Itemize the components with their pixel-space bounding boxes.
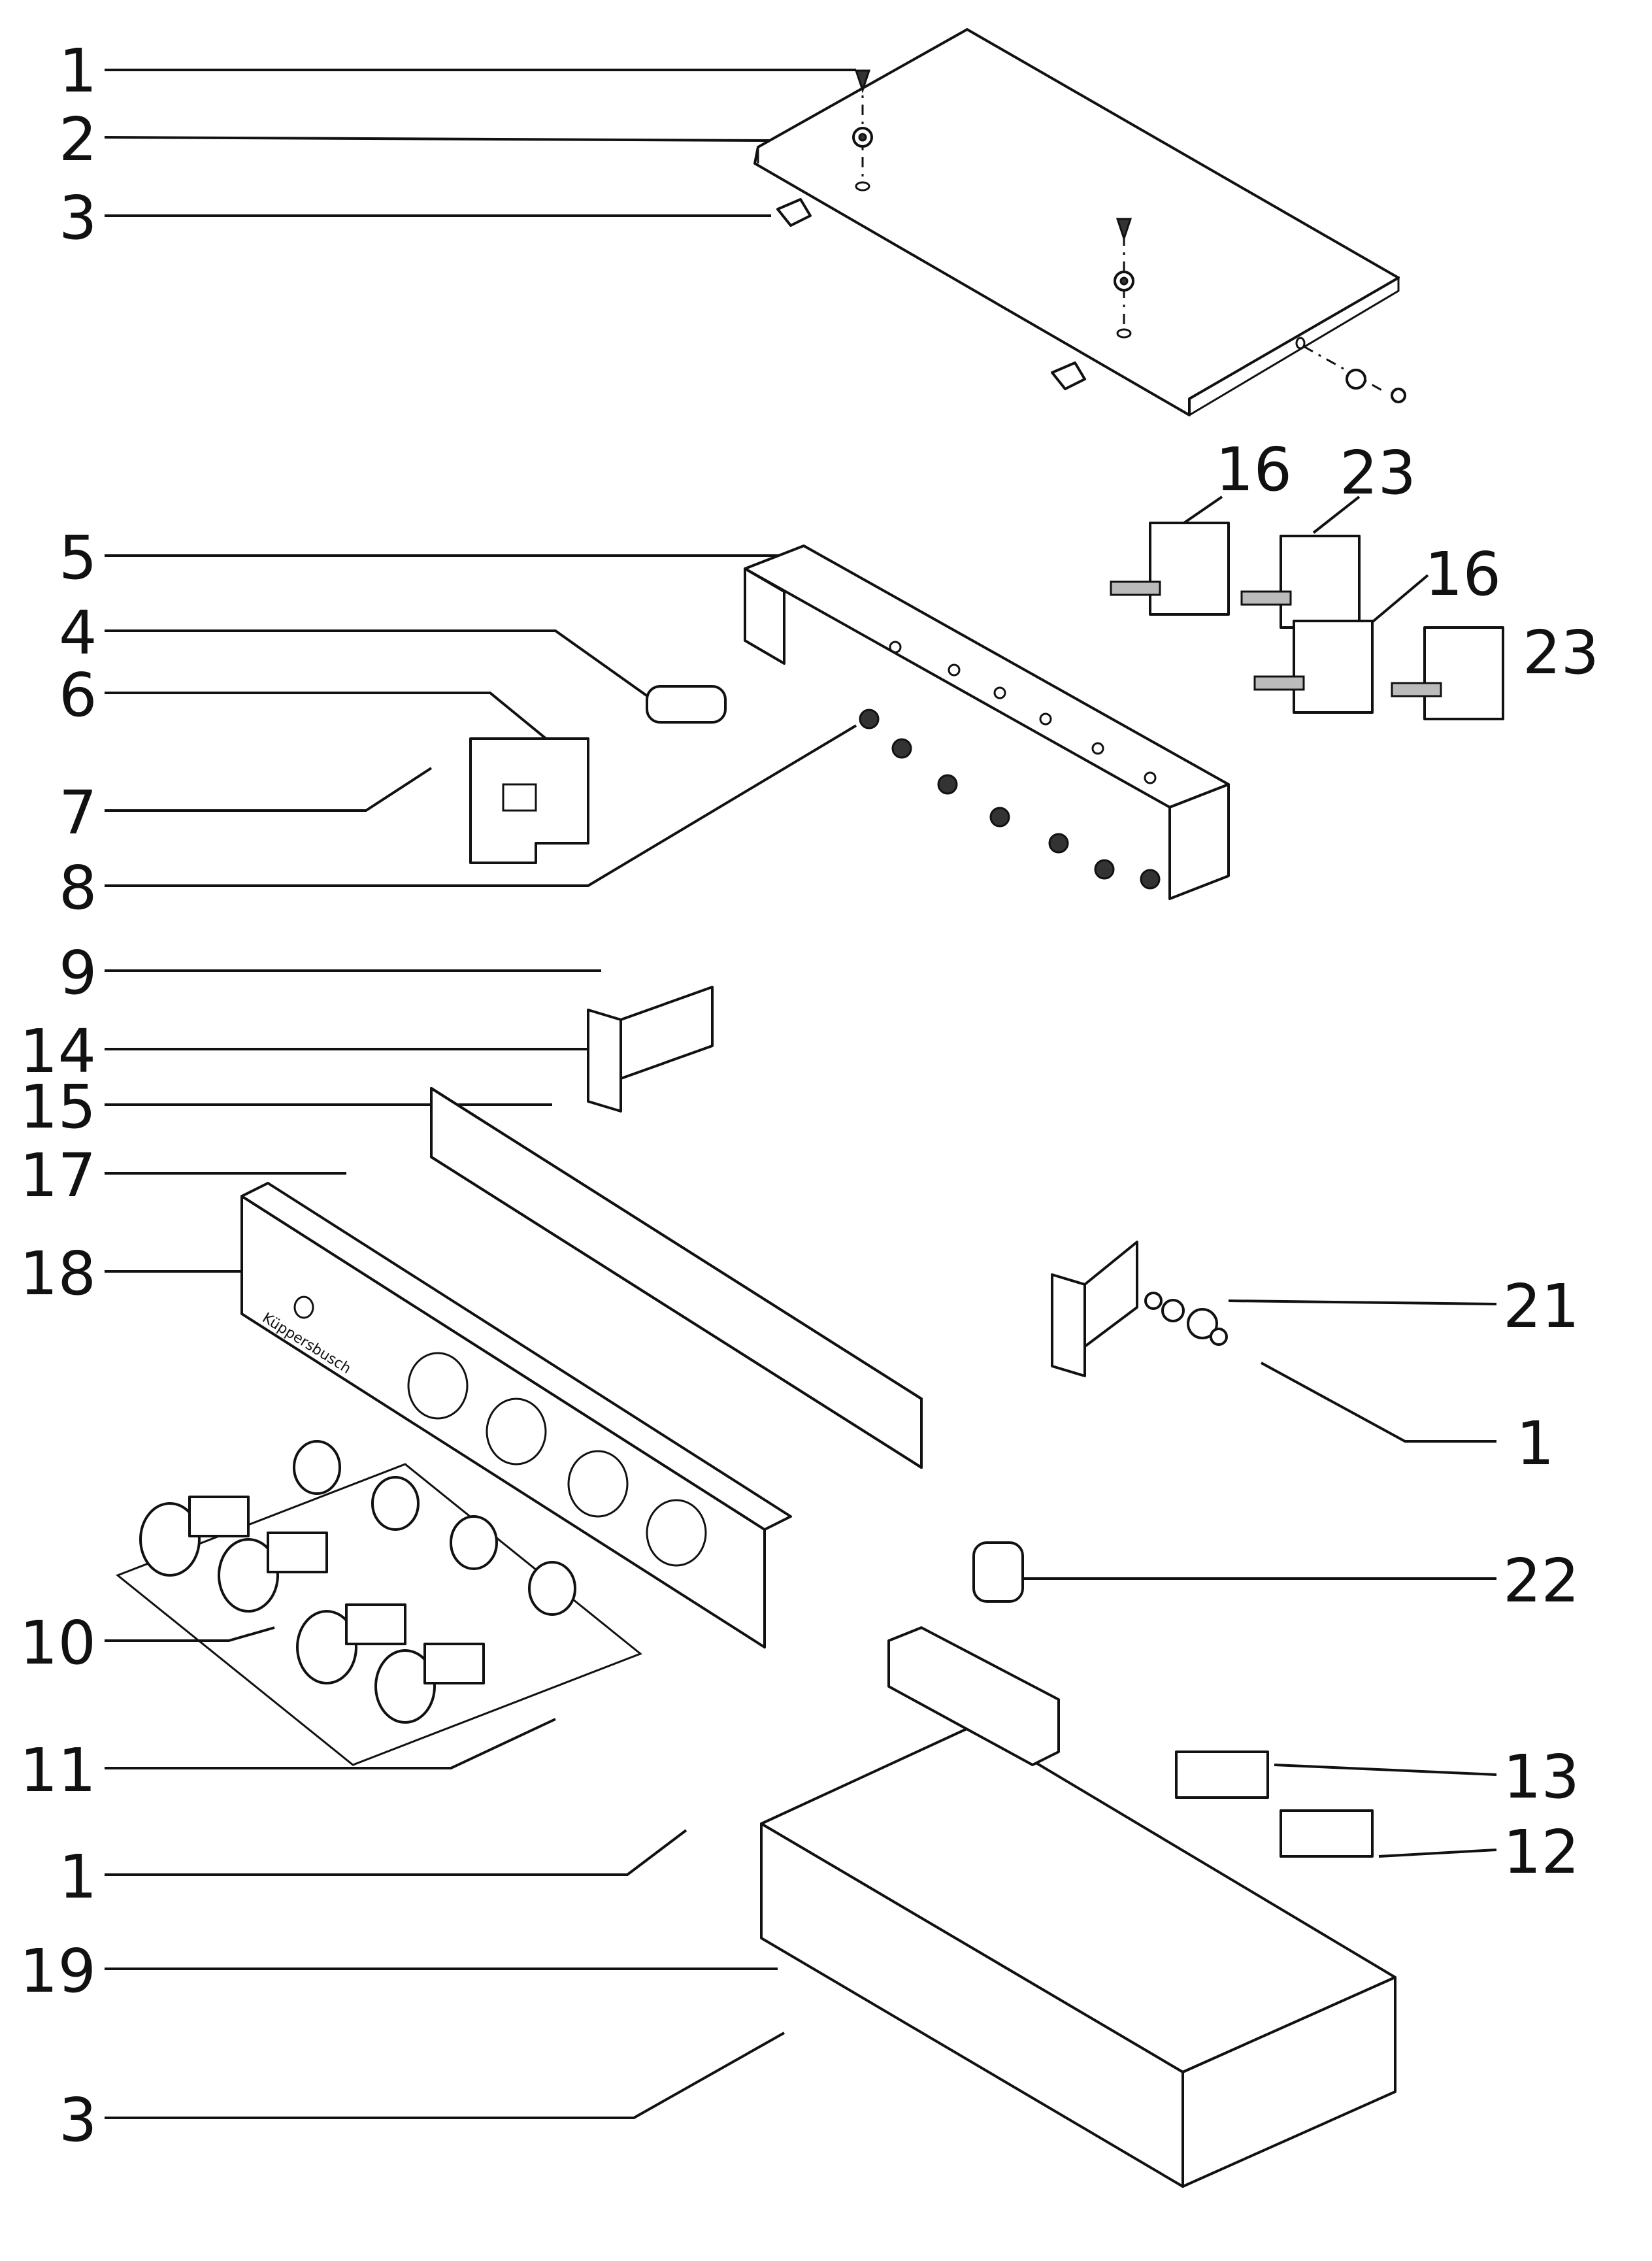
callout-16: 16 — [1425, 539, 1501, 609]
callout-16: 16 — [1215, 435, 1292, 505]
lamp-holder — [469, 737, 589, 864]
callout-11: 11 — [20, 1735, 96, 1805]
bracket-screws — [859, 709, 1161, 890]
callout-23: 23 — [1340, 438, 1416, 508]
callout-17: 17 — [20, 1141, 96, 1211]
right-bracket-washers — [1144, 1292, 1228, 1346]
top-cover-screws — [776, 69, 1406, 403]
trim-ring — [450, 1515, 498, 1570]
callout-5: 5 — [59, 523, 97, 593]
callout-3: 3 — [59, 183, 97, 253]
callout-13: 13 — [1503, 1742, 1579, 1812]
callout-labels: 1 2 3 5 4 6 7 8 9 14 15 17 18 10 11 1 19… — [20, 36, 1599, 2155]
front-panel: Küppersbusch — [240, 1182, 792, 1649]
right-side-bracket — [1051, 1241, 1138, 1377]
callout-14: 14 — [20, 1016, 96, 1086]
trim-ring — [293, 1440, 341, 1495]
callout-9: 9 — [59, 938, 97, 1008]
callout-1: 1 — [1516, 1409, 1555, 1479]
callout-8: 8 — [59, 853, 97, 923]
callout-12: 12 — [1503, 1817, 1579, 1887]
callout-4: 4 — [59, 598, 97, 668]
indicator-lamp — [646, 685, 727, 724]
rotary-switches — [1110, 522, 1504, 720]
cable-clamp — [972, 1541, 1024, 1603]
control-bracket — [744, 544, 1230, 900]
callout-10: 10 — [20, 1608, 96, 1678]
callout-3: 3 — [59, 2085, 97, 2155]
back-plate — [430, 1087, 923, 1469]
knob-set — [116, 1440, 642, 1766]
knob — [139, 1496, 250, 1577]
bottom-tray — [760, 1724, 1396, 2188]
knob — [374, 1643, 485, 1724]
callout-21: 21 — [1503, 1271, 1579, 1341]
callout-19: 19 — [20, 1936, 96, 2006]
leader-lines — [104, 69, 1497, 2119]
knob — [218, 1532, 328, 1613]
terminal-strip — [887, 1626, 1060, 1766]
terminal-block — [1175, 1750, 1269, 1799]
trim-ring — [371, 1476, 420, 1531]
callout-15: 15 — [20, 1072, 96, 1142]
trim-ring — [528, 1561, 576, 1616]
knob — [296, 1603, 406, 1684]
callout-6: 6 — [59, 660, 97, 730]
callout-1: 1 — [59, 36, 97, 106]
callout-2: 2 — [59, 105, 97, 175]
top-cover — [753, 28, 1400, 416]
left-side-bracket — [587, 986, 714, 1113]
callout-22: 22 — [1503, 1546, 1579, 1616]
callout-7: 7 — [59, 778, 97, 848]
callout-1: 1 — [59, 1842, 97, 1912]
terminal-block — [1280, 1809, 1374, 1858]
callout-23: 23 — [1523, 618, 1599, 688]
callout-18: 18 — [20, 1239, 96, 1309]
